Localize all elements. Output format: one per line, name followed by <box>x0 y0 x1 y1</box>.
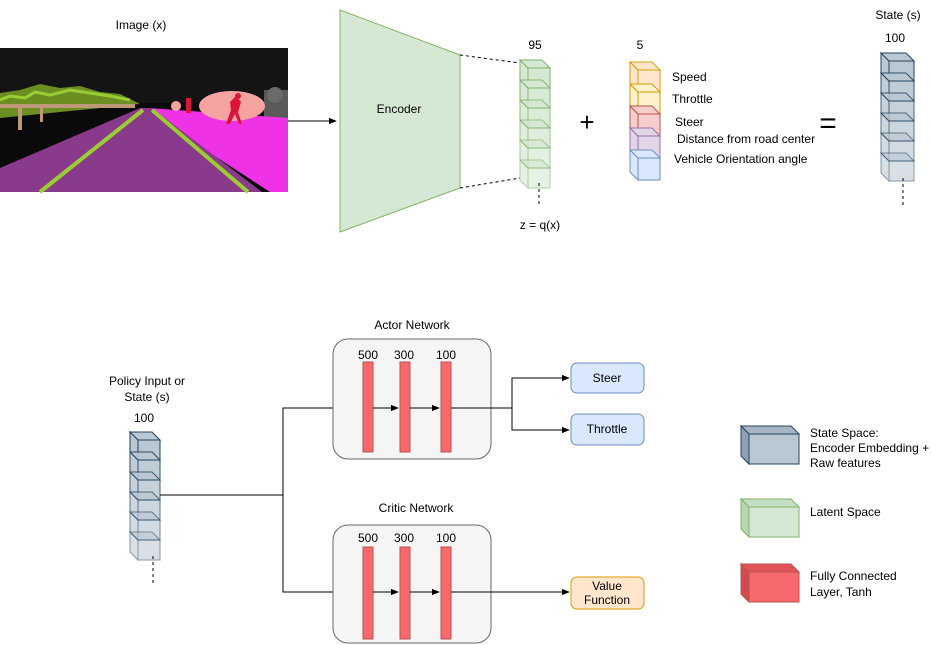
critic-fc-layer-1 <box>362 546 374 640</box>
throttle-output-label: Throttle <box>587 422 628 436</box>
actor-fc-layer-1 <box>362 361 374 453</box>
critic-fc-layer-3 <box>440 546 452 640</box>
feature-throttle: Throttle <box>672 92 713 106</box>
legend-state-line1: State Space: <box>810 426 879 440</box>
actor-layer-size-1: 500 <box>358 348 378 362</box>
legend-state-line2: Encoder Embedding + <box>810 441 929 455</box>
actor-fc-layer-3 <box>440 361 452 453</box>
projection-line-top <box>459 54 521 64</box>
actor-layer-size-3: 100 <box>436 348 456 362</box>
actor-title: Actor Network <box>374 318 450 332</box>
latent-caption: z = q(x) <box>520 218 560 232</box>
state-label: State (s) <box>875 8 920 22</box>
policy-cube <box>128 530 162 562</box>
throttle-output <box>570 413 645 446</box>
raw-features-stack <box>628 60 662 182</box>
legend-state-space-swatch <box>739 424 801 466</box>
state-to-actor-arrow <box>160 404 362 496</box>
critic-layer-size-2: 300 <box>394 531 414 545</box>
feature-orientation: Vehicle Orientation angle <box>674 152 808 166</box>
latent-cube <box>518 158 552 190</box>
latent-vector-stack <box>518 58 552 190</box>
legend-fc-swatch <box>739 562 801 604</box>
policy-size: 100 <box>134 411 154 425</box>
segmentation-image <box>0 48 288 194</box>
legend-state-line3: Raw features <box>810 456 881 470</box>
steer-output <box>570 362 645 394</box>
projection-line-bottom <box>459 177 521 189</box>
actor-fc-layer-2 <box>399 361 411 453</box>
equals-sign: = <box>819 107 837 140</box>
features-size: 5 <box>637 38 644 52</box>
critic-title: Critic Network <box>379 501 455 515</box>
image-label: Image (x) <box>116 18 167 32</box>
policy-cube <box>128 430 162 462</box>
state-size: 100 <box>885 31 905 45</box>
encoder-label: Encoder <box>377 102 422 116</box>
state-vector-stack <box>879 51 916 183</box>
critic-layer-size-1: 500 <box>358 531 378 545</box>
critic-fc-layer-2 <box>399 546 411 640</box>
critic-layer-size-3: 100 <box>436 531 456 545</box>
steer-output-label: Steer <box>593 371 622 385</box>
actor-layer-size-2: 300 <box>394 348 414 362</box>
value-function-output <box>570 576 645 610</box>
feature-speed: Speed <box>672 70 707 84</box>
policy-label-line2: State (s) <box>124 390 169 404</box>
legend-fc-line1: Fully Connected <box>810 569 897 583</box>
value-function-line2: Function <box>584 593 630 607</box>
actor-to-throttle-arrow <box>511 408 570 434</box>
feature-distance: Distance from road center <box>677 132 815 146</box>
encoder-block <box>339 9 461 233</box>
legend-fc-line2: Layer, Tanh <box>810 585 872 599</box>
legend-latent-swatch <box>739 497 801 539</box>
value-function-line1: Value <box>592 579 622 593</box>
legend: State Space: Encoder Embedding + Raw fea… <box>739 424 929 604</box>
state-cube <box>879 151 916 183</box>
latent-size: 95 <box>528 38 542 52</box>
feature-cube-5 <box>628 148 662 182</box>
actor-to-steer-arrow <box>451 374 570 409</box>
plus-sign: + <box>579 107 594 137</box>
legend-latent-label: Latent Space <box>810 505 881 519</box>
policy-input-stack <box>128 430 162 562</box>
policy-label-line1: Policy Input or <box>109 374 185 388</box>
feature-steer: Steer <box>675 115 704 129</box>
